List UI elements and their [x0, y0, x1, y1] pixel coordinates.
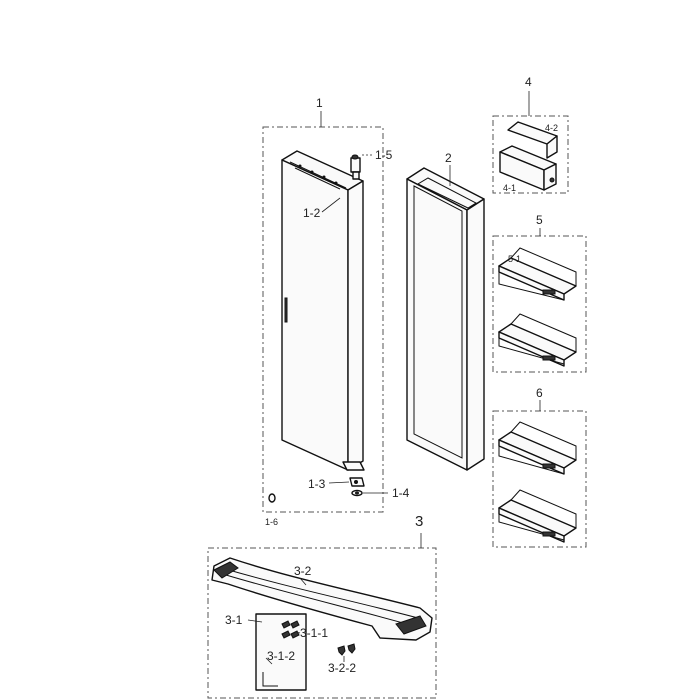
part-5-1-label: 5-1: [508, 254, 521, 264]
part-4-1-label: 4-1: [503, 183, 516, 193]
part-2-door-gasket: [406, 167, 485, 471]
group-1-door-assembly: 1 1-5 1-2: [262, 96, 410, 527]
door-panel: [281, 150, 364, 471]
group-6-frame: [492, 410, 587, 548]
part-3-1-1-screws: [281, 620, 300, 639]
part-3-2-2-label: 3-2-2: [328, 661, 356, 675]
group-1-label: 1: [316, 96, 323, 110]
part-1-2-label: 1-2: [303, 206, 321, 220]
group-3-label: 3: [415, 513, 423, 530]
part-3-2-handle-bar: [211, 557, 433, 641]
part-1-5-hinge: [350, 154, 361, 180]
group-1-frame: [262, 126, 384, 513]
part-3-1-2-label: 3-1-2: [267, 649, 295, 663]
group-3-frame: [207, 547, 437, 699]
group-5-label: 5: [536, 213, 543, 227]
part-3-2-2-screws: [337, 643, 356, 656]
part-3-1-label: 3-1: [225, 613, 243, 627]
part-1-6-plug: [268, 493, 276, 503]
part-3-1-hardware-kit: [255, 613, 307, 691]
part-1-5-label: 1-5: [375, 148, 393, 162]
part-1-3-bottom-hinge: [342, 461, 365, 487]
part-1-4-washer: [351, 489, 363, 497]
part-1-4-label: 1-4: [392, 486, 410, 500]
part-3-1-1-label: 3-1-1: [300, 626, 328, 640]
part-1-3-label: 1-3: [308, 477, 326, 491]
group-5-shelf-assembly: 5 5-1: [492, 213, 587, 373]
group-4-bin-assembly: 4 4-2 4-1: [492, 75, 569, 194]
group-4-frame: [492, 115, 569, 194]
group-3-handle-assembly: 3 3-2 3-1 3-1-1 3-1-2: [207, 513, 437, 699]
group-6-label: 6: [536, 386, 543, 400]
part-2-label: 2: [445, 151, 452, 165]
group-5-frame: [492, 235, 587, 373]
part-4-2-label: 4-2: [545, 123, 558, 133]
group-4-label: 4: [525, 75, 532, 89]
group-6-shelf-assembly: 6: [492, 386, 587, 548]
part-3-2-label: 3-2: [294, 564, 312, 578]
part-1-6-label: 1-6: [265, 517, 278, 527]
